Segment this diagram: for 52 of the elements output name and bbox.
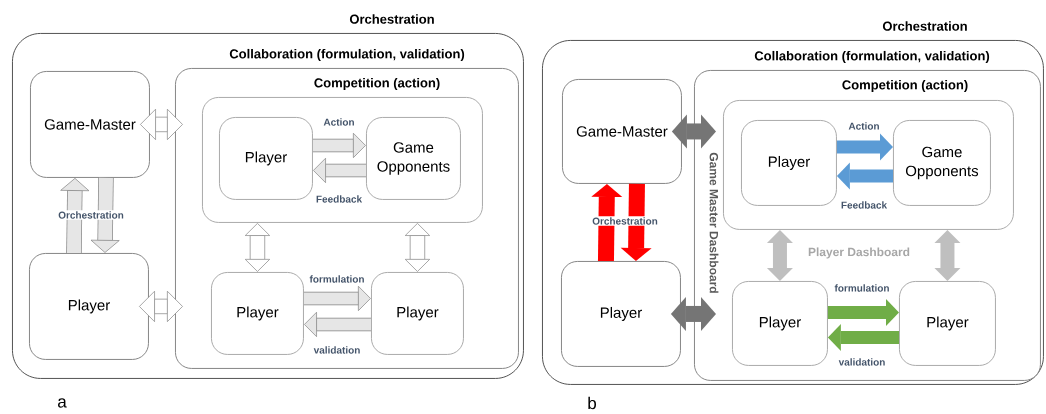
panel-letter: a [58,398,67,408]
block-arrow [313,157,366,183]
node-label: Orchestration [349,14,434,24]
block-arrow [303,285,371,311]
block-arrow [620,183,652,261]
block-arrow [766,229,793,281]
block-arrow [244,223,271,272]
block-arrow [139,290,183,322]
rounded-box: Game Opponents [893,120,991,206]
edge-label: Feedback [314,194,364,204]
edge-label: formulation [833,283,891,293]
edge-label: Orchestration [591,216,659,226]
block-arrow [836,162,893,190]
rounded-box: Player [29,253,149,360]
edge-label: validation [312,345,362,355]
edge-label: Orchestration [57,210,125,220]
block-arrow [304,311,371,337]
block-arrow [60,178,90,254]
rounded-box: Player [899,281,996,366]
rounded-box: Player [211,272,304,355]
edge-label: validation [837,357,887,367]
block-arrow [140,108,183,140]
block-arrow [90,177,120,253]
rounded-box: Player [219,117,313,200]
node-label: Competition (action) [314,77,440,91]
block-arrow [934,229,961,281]
edge-label: Action [322,117,356,127]
edge-label: formulation [308,274,366,284]
rounded-box: Player [371,272,464,355]
edge-label: Action [847,121,881,131]
block-arrow [670,296,716,331]
block-arrow [671,114,716,149]
node-label: Competition (action) [842,79,968,93]
rounded-box: Game-Master [562,79,682,184]
block-arrow [312,132,366,158]
panel-letter: b [588,396,596,410]
rounded-box: Player [561,261,681,367]
vertical-label: Game Master Dashboard [708,151,720,295]
node-label: Collaboration (formulation, validation) [754,50,990,64]
block-arrow [591,183,623,262]
rounded-box: Player [741,120,837,206]
rounded-box: Player [732,281,828,366]
dashboard-label: Player Dashboard [808,247,910,259]
rounded-box: Game Opponents [366,117,461,200]
block-arrow [827,298,899,326]
block-arrow [836,133,893,161]
rounded-box: Game-Master [30,71,150,178]
block-arrow [827,323,899,351]
node-label: Orchestration [882,21,967,31]
node-label: Collaboration (formulation, validation) [229,48,465,62]
block-arrow [404,223,431,272]
edge-label: Feedback [839,200,889,210]
